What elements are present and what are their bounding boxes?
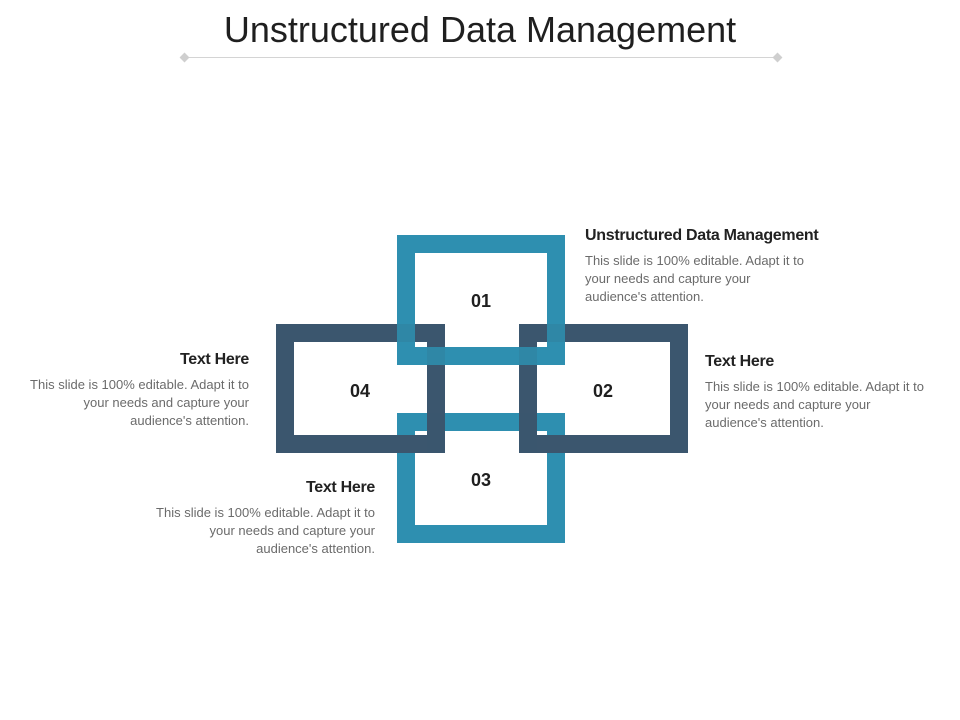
text-block-heading: Unstructured Data Management [585,227,819,244]
square-02 [519,324,688,453]
text-block-02: Text Here This slide is 100% editable. A… [705,352,930,432]
node-number-04: 04 [349,381,371,401]
text-block-03: Text Here This slide is 100% editable. A… [150,478,375,558]
node-number-01: 01 [470,291,492,311]
text-block-01: Unstructured Data Management This slide … [585,226,819,306]
node-number-03: 03 [470,470,492,490]
page-title: Unstructured Data Management [223,9,737,50]
text-block-body: This slide is 100% editable. Adapt it to… [30,377,249,428]
text-block-body: This slide is 100% editable. Adapt it to… [705,379,924,430]
title-divider [184,57,778,58]
text-block-heading: Text Here [705,353,775,370]
text-block-04: Text Here This slide is 100% editable. A… [24,350,249,430]
node-number-02: 02 [592,381,614,401]
text-block-body: This slide is 100% editable. Adapt it to… [156,505,375,556]
text-block-body: This slide is 100% editable. Adapt it to… [585,253,804,304]
square-03 [397,413,565,543]
text-block-heading: Text Here [179,351,249,368]
square-04 [276,324,445,453]
text-block-heading: Text Here [305,479,375,496]
